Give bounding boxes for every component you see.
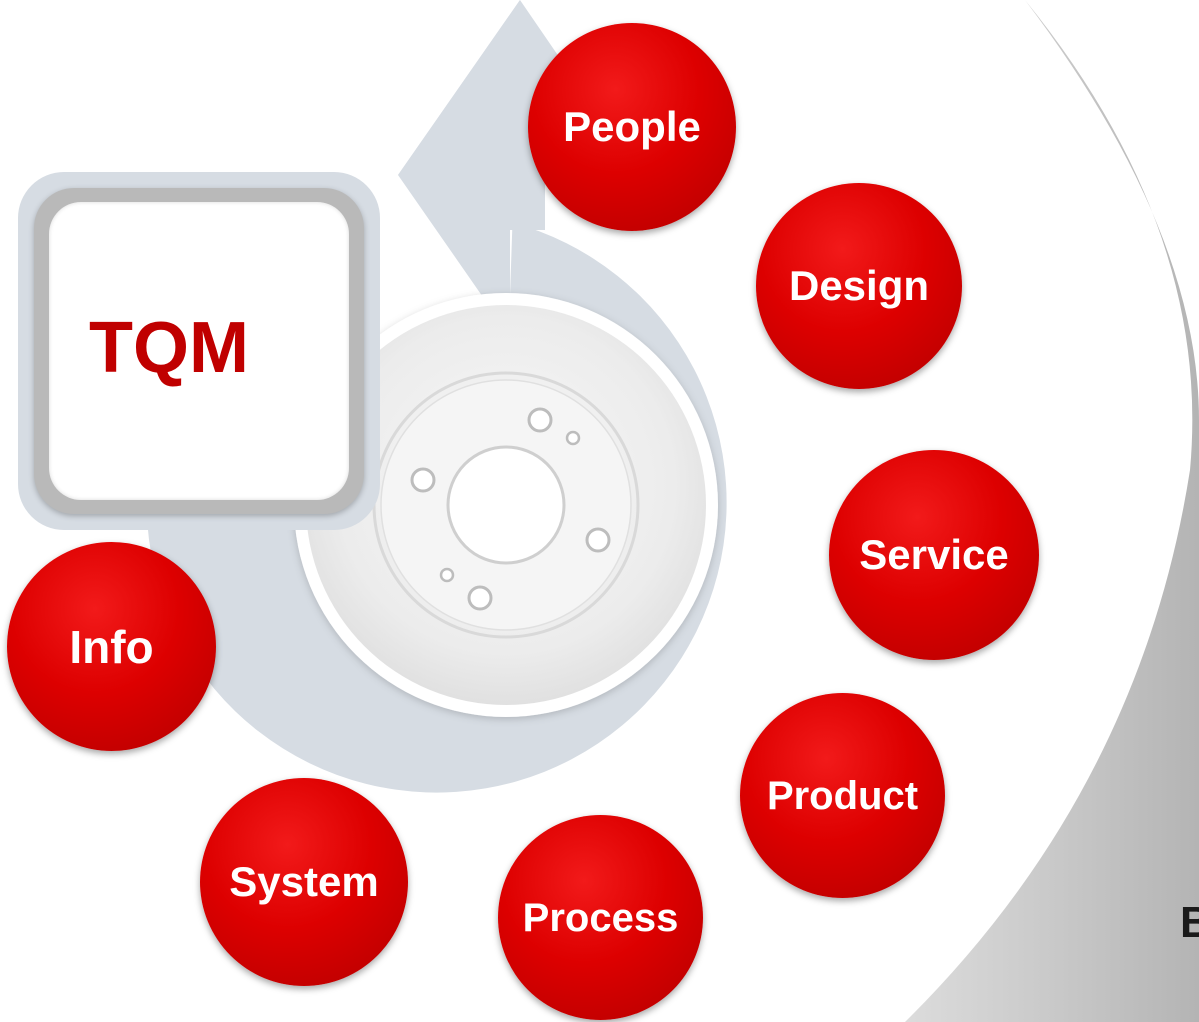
node-people-label: People (563, 103, 701, 150)
node-design-label: Design (788, 262, 930, 309)
node-process-label: Process (522, 895, 679, 940)
node-product[interactable]: Product (740, 693, 945, 898)
node-service[interactable]: Service (829, 450, 1039, 660)
node-design[interactable]: Design (756, 183, 962, 389)
node-people[interactable]: People (528, 23, 736, 231)
tqm-label: TQM (89, 308, 249, 388)
tqm-box (49, 202, 349, 500)
node-system-label: System (229, 858, 379, 905)
node-product-label: Product (766, 773, 919, 818)
cycle-arrow (146, 0, 727, 793)
node-info[interactable]: Info (7, 542, 216, 751)
brake-disc-icon (294, 293, 718, 717)
node-service-label: Service (859, 531, 1009, 578)
cropped-text: B (1180, 902, 1199, 944)
node-process[interactable]: Process (498, 815, 703, 1020)
node-system[interactable]: System (200, 778, 408, 986)
background-swoosh (905, 0, 1199, 1022)
node-info-label: Info (69, 620, 154, 673)
